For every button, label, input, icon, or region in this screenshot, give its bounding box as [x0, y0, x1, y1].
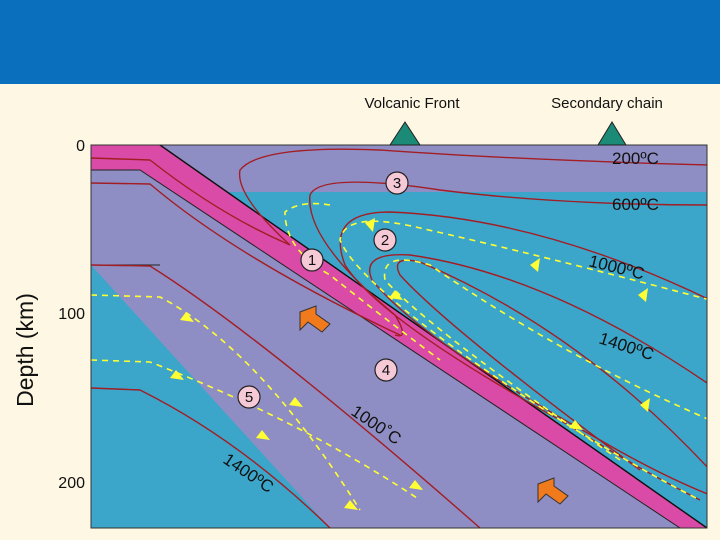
isotherm-label-200: 200ºC	[612, 149, 659, 168]
axis-tick-200: 200	[58, 475, 85, 492]
marker-4: 4	[375, 359, 397, 381]
marker-5: 5	[238, 386, 260, 408]
axis-label: Depth (km)	[12, 293, 38, 407]
svg-text:2: 2	[381, 232, 389, 249]
isotherm-label-600: 600ºC	[612, 195, 659, 214]
axis-tick-0: 0	[76, 138, 85, 155]
axis-tick-100: 100	[58, 306, 85, 323]
svg-text:3: 3	[393, 175, 401, 192]
volcanic-front-label: Volcanic Front	[364, 95, 460, 112]
marker-3: 3	[386, 172, 408, 194]
svg-text:1: 1	[308, 252, 316, 269]
secondary-chain-label: Secondary chain	[551, 95, 663, 112]
svg-text:5: 5	[245, 389, 253, 406]
secondary-chain-icon	[598, 122, 626, 145]
svg-text:4: 4	[382, 362, 390, 379]
marker-2: 2	[374, 229, 396, 251]
volcanic-front-icon	[390, 122, 420, 145]
marker-1: 1	[301, 249, 323, 271]
